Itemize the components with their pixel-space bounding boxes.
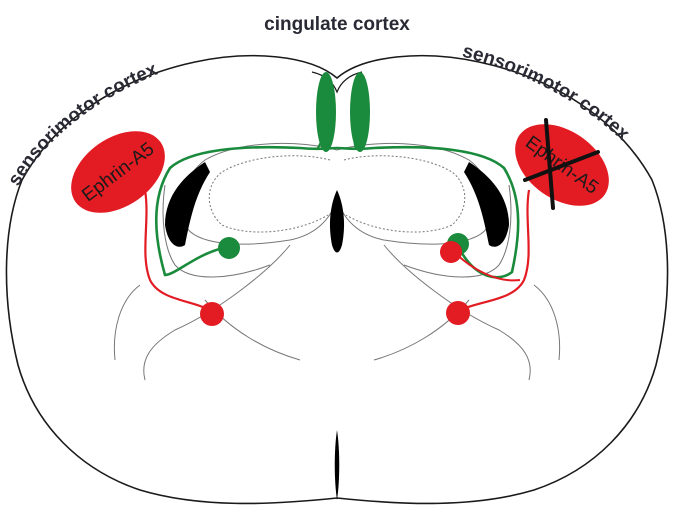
green-target-left	[218, 237, 240, 259]
ventricle-right	[464, 162, 509, 247]
ventricle-left	[165, 162, 210, 247]
aqueduct-midline	[335, 430, 340, 500]
cingulate-green-left	[316, 72, 336, 152]
inner-structures	[114, 143, 559, 380]
red-target-left	[200, 302, 224, 326]
red-target-right-lower	[446, 301, 470, 325]
cingulate-green-right	[350, 72, 370, 152]
cingulate-cortex-label: cingulate cortex	[264, 14, 410, 35]
red-target-right-upper	[440, 241, 462, 263]
ventricle-midline	[330, 190, 344, 253]
